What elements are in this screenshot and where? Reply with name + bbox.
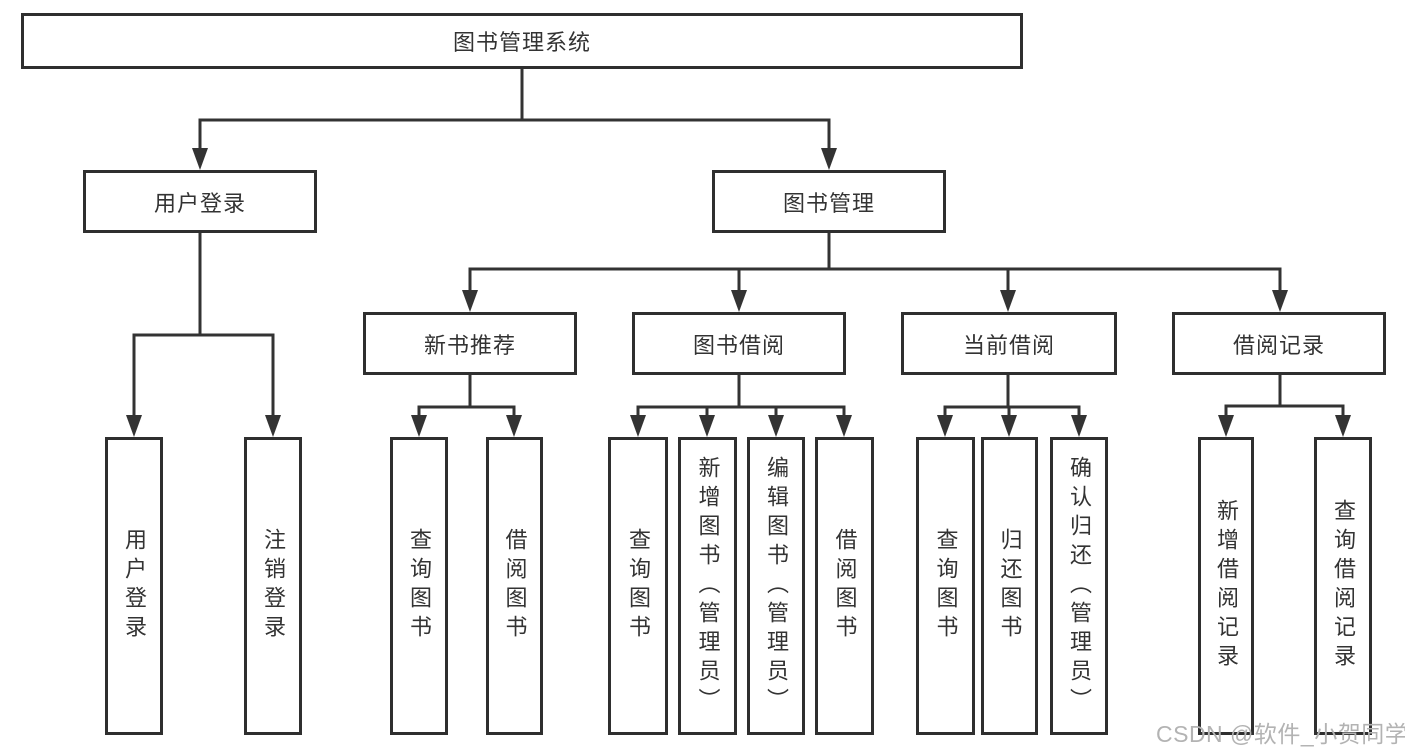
arrowhead	[1000, 290, 1016, 312]
arrowhead	[836, 415, 852, 437]
arrowhead	[937, 415, 953, 437]
leaf-user-login: 用户登录	[105, 437, 163, 735]
csdn-watermark: CSDN @软件_小贺同学	[1156, 721, 1405, 747]
node-book-borrow-label: 图书借阅	[692, 332, 785, 358]
leaf-query-books-current: 查询图书	[916, 437, 975, 735]
leaf-borrow-books-label: 借阅图书	[832, 528, 858, 644]
node-current-borrow: 当前借阅	[901, 312, 1117, 375]
node-user-login-label: 用户登录	[153, 190, 246, 216]
arrowhead	[1001, 415, 1017, 437]
leaf-query-borrow-record-label: 查询借阅记录	[1331, 499, 1356, 673]
leaf-query-books-current-label: 查询图书	[933, 528, 959, 644]
arrowhead	[1071, 415, 1087, 437]
leaf-query-books-borrow-label: 查询图书	[626, 528, 651, 644]
arrowhead	[768, 415, 784, 437]
arrowhead	[1335, 415, 1351, 437]
leaf-confirm-return-admin: 确认归还（管理员）	[1050, 437, 1108, 735]
arrowhead	[821, 148, 837, 170]
arrowhead	[192, 148, 208, 170]
leaf-query-borrow-record: 查询借阅记录	[1314, 437, 1372, 735]
node-borrow-records-label: 借阅记录	[1232, 332, 1325, 358]
node-book-management-label: 图书管理	[782, 190, 875, 216]
node-borrow-records: 借阅记录	[1172, 312, 1386, 375]
arrowhead	[1218, 415, 1234, 437]
arrowhead	[462, 290, 478, 312]
leaf-add-borrow-record-label: 新增借阅记录	[1214, 499, 1239, 673]
leaf-borrow-books: 借阅图书	[815, 437, 874, 735]
node-user-login: 用户登录	[83, 170, 317, 233]
leaf-edit-book-admin-label: 编辑图书（管理员）	[764, 455, 789, 717]
leaf-user-login-label: 用户登录	[122, 528, 147, 644]
node-new-book-recommend-label: 新书推荐	[423, 332, 516, 358]
leaf-borrow-books-recommend-label: 借阅图书	[502, 528, 528, 644]
node-library-system: 图书管理系统	[21, 13, 1023, 69]
node-book-borrow: 图书借阅	[632, 312, 846, 375]
leaf-add-book-admin: 新增图书（管理员）	[678, 437, 737, 735]
leaf-return-books: 归还图书	[981, 437, 1038, 735]
leaf-edit-book-admin: 编辑图书（管理员）	[747, 437, 805, 735]
node-library-system-label: 图书管理系统	[452, 30, 591, 55]
leaf-return-books-label: 归还图书	[997, 528, 1023, 644]
node-new-book-recommend: 新书推荐	[363, 312, 577, 375]
arrowhead	[630, 415, 646, 437]
arrowhead	[1272, 290, 1288, 312]
leaf-query-books-borrow: 查询图书	[608, 437, 668, 735]
leaf-add-borrow-record: 新增借阅记录	[1198, 437, 1254, 735]
leaf-logout-login-label: 注销登录	[261, 528, 286, 644]
leaf-confirm-return-admin-label: 确认归还（管理员）	[1067, 455, 1092, 717]
leaf-logout-login: 注销登录	[244, 437, 302, 735]
leaf-add-book-admin-label: 新增图书（管理员）	[695, 455, 721, 717]
arrowhead	[506, 415, 522, 437]
arrowhead	[126, 415, 142, 437]
leaf-borrow-books-recommend: 借阅图书	[486, 437, 543, 735]
leaf-query-books-recommend: 查询图书	[390, 437, 448, 735]
arrowhead	[731, 290, 747, 312]
arrowhead	[265, 415, 281, 437]
leaf-query-books-recommend-label: 查询图书	[407, 528, 432, 644]
node-current-borrow-label: 当前借阅	[962, 332, 1055, 358]
node-book-management: 图书管理	[712, 170, 946, 233]
arrowhead	[699, 415, 715, 437]
arrowhead	[411, 415, 427, 437]
